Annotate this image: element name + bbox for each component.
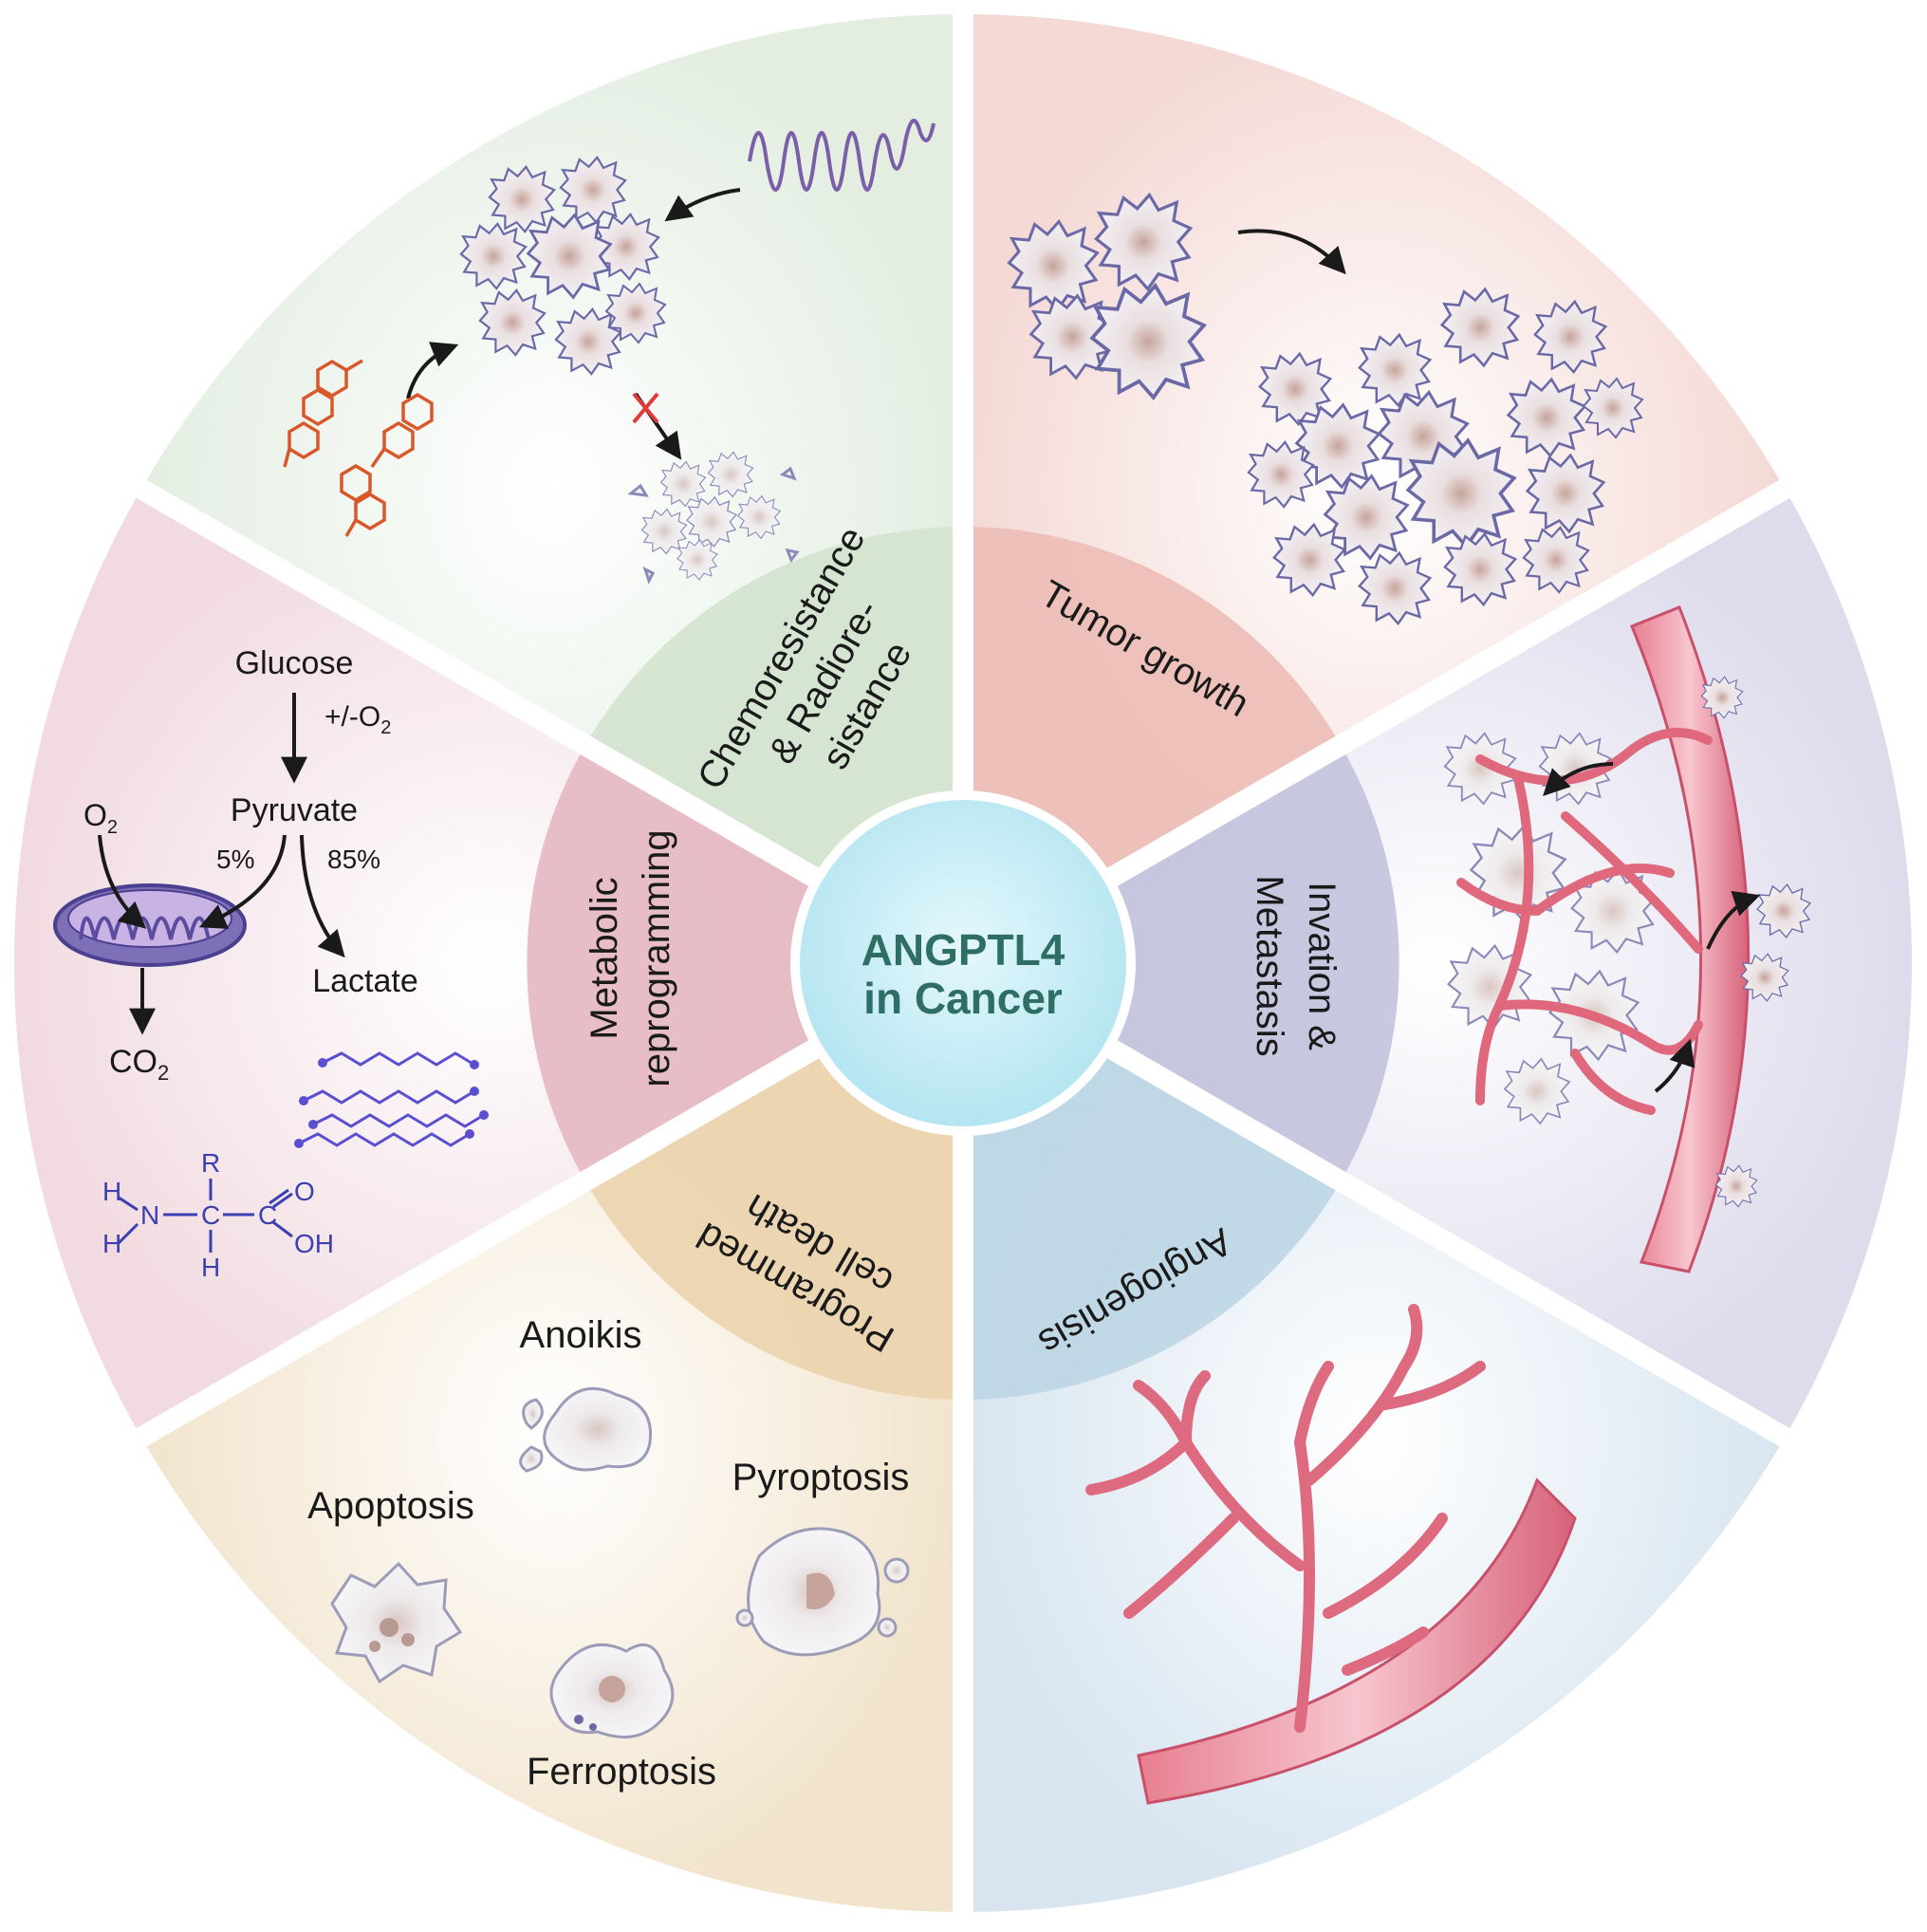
svg-text:N: N [140,1200,159,1230]
svg-text:R: R [201,1148,220,1178]
svg-text:Invation &: Invation & [1301,882,1343,1050]
svg-text:H: H [102,1229,121,1258]
center-title-line2: in Cancer [863,974,1063,1023]
mitochondrion-icon [55,885,245,965]
ferroptosis-cell [551,1644,673,1737]
svg-text:H: H [102,1177,121,1206]
svg-text:reprogramming: reprogramming [636,829,677,1087]
center-hub: ANGPTL4 in Cancer [790,790,1136,1136]
lactate-label: Lactate [312,963,418,999]
lactate-percent-label: 85% [327,845,380,874]
svg-text:H: H [201,1253,220,1282]
center-title-line1: ANGPTL4 [862,925,1065,975]
anoikis-label: Anoikis [520,1314,642,1356]
svg-text:OH: OH [294,1229,334,1258]
apoptosis-label: Apoptosis [307,1485,474,1527]
glucose-label: Glucose [235,645,354,681]
pyruvate-label: Pyruvate [231,792,358,828]
svg-text:Metabolic: Metabolic [584,877,625,1039]
pyroptosis-label: Pyroptosis [732,1457,910,1498]
mito-percent-label: 5% [216,845,254,874]
svg-text:C: C [201,1200,220,1230]
svg-text:O: O [294,1177,315,1206]
ferroptosis-label: Ferroptosis [527,1751,716,1793]
svg-text:Metastasis: Metastasis [1249,875,1290,1056]
